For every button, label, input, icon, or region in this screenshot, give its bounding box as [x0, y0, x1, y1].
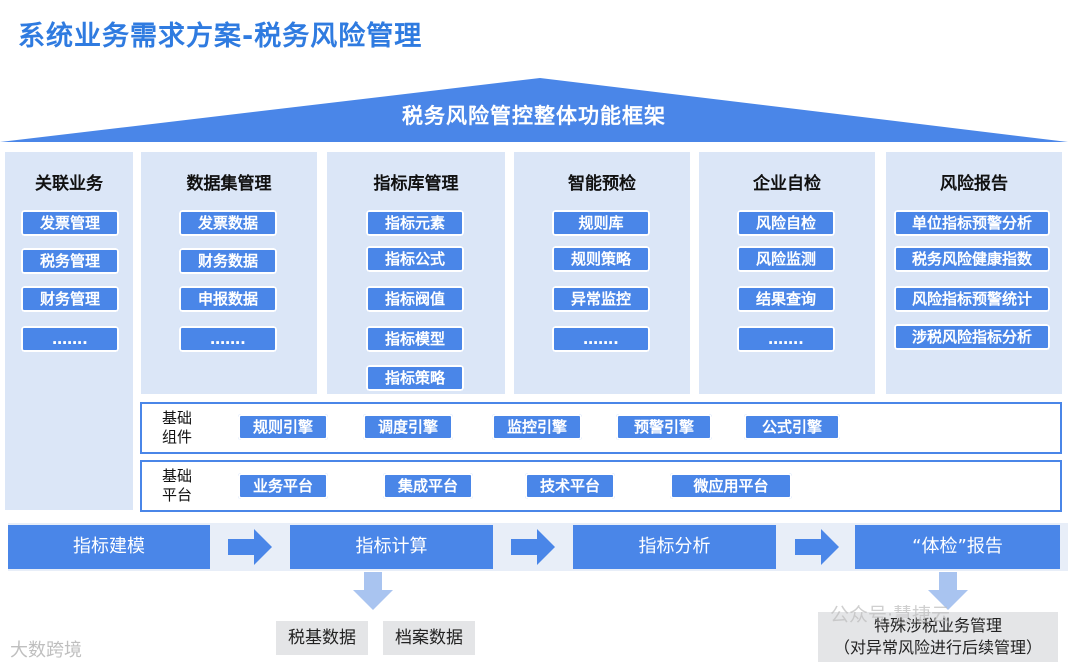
warning-engine[interactable]: 预警引擎 [616, 414, 712, 440]
item-unit-indicator-warning[interactable]: 单位指标预警分析 [894, 210, 1050, 236]
output-special-tax-mgmt: 特殊涉税业务管理 （对异常风险进行后续管理） [818, 612, 1058, 662]
item-anomaly-monitor[interactable]: 异常监控 [552, 286, 650, 312]
watermark-left: 大数跨境 [10, 640, 82, 661]
business-platform[interactable]: 业务平台 [238, 473, 328, 499]
item-more[interactable]: ……. [179, 326, 277, 352]
item-indicator-threshold[interactable]: 指标阀值 [366, 286, 464, 312]
down-arrow-icon [928, 572, 968, 610]
flow-checkup-report[interactable]: “体检”报告 [855, 525, 1060, 569]
item-tax-mgmt[interactable]: 税务管理 [21, 248, 119, 274]
column-header: 关联业务 [35, 174, 103, 194]
basic-components-row: 基础 组件 规则引擎 调度引擎 监控引擎 预警引擎 公式引擎 [140, 402, 1062, 454]
right-arrow-icon [795, 529, 839, 565]
flow-indicator-analysis[interactable]: 指标分析 [573, 525, 776, 569]
column-header: 风险报告 [940, 174, 1008, 194]
item-indicator-formula[interactable]: 指标公式 [366, 246, 464, 272]
column-smart-precheck: 智能预检 规则库 规则策略 异常监控 ……. [514, 152, 690, 394]
column-header: 企业自检 [753, 174, 821, 194]
formula-engine[interactable]: 公式引擎 [744, 414, 840, 440]
integration-platform[interactable]: 集成平台 [383, 473, 473, 499]
column-header: 数据集管理 [186, 174, 272, 194]
right-arrow-icon [511, 529, 555, 565]
column-header: 指标库管理 [373, 174, 459, 194]
column-dataset-mgmt: 数据集管理 发票数据 财务数据 申报数据 ……. [141, 152, 317, 394]
item-risk-selfcheck[interactable]: 风险自检 [737, 210, 835, 236]
item-indicator-strategy[interactable]: 指标策略 [366, 365, 464, 391]
basic-platform-row: 基础 平台 业务平台 集成平台 技术平台 微应用平台 [140, 460, 1062, 512]
item-result-query[interactable]: 结果查询 [737, 286, 835, 312]
item-more[interactable]: ……. [21, 326, 119, 352]
flow-indicator-modeling[interactable]: 指标建模 [8, 525, 210, 569]
row-label: 基础 组件 [162, 409, 193, 446]
roof-title: 税务风险管控整体功能框架 [402, 104, 666, 128]
column-indicator-lib: 指标库管理 指标元素 指标公式 指标阀值 指标模型 指标策略 [327, 152, 505, 394]
item-finance-data[interactable]: 财务数据 [179, 248, 277, 274]
output-tax-base-data: 税基数据 [276, 621, 368, 655]
rule-engine[interactable]: 规则引擎 [238, 414, 328, 440]
item-finance-mgmt[interactable]: 财务管理 [21, 286, 119, 312]
item-indicator-model[interactable]: 指标模型 [366, 326, 464, 352]
column-related-business: 关联业务 发票管理 税务管理 财务管理 ……. [5, 152, 133, 510]
item-rule-strategy[interactable]: 规则策略 [552, 246, 650, 272]
item-rule-base[interactable]: 规则库 [552, 210, 650, 236]
watermark-right: 公众号·慧捷云 [830, 604, 951, 626]
right-arrow-icon [228, 529, 272, 565]
output-archive-data: 档案数据 [383, 621, 475, 655]
micro-app-platform[interactable]: 微应用平台 [670, 473, 792, 499]
roof-banner [0, 78, 1068, 142]
page-title: 系统业务需求方案-税务风险管理 [18, 21, 423, 52]
schedule-engine[interactable]: 调度引擎 [363, 414, 453, 440]
item-tax-risk-health-index[interactable]: 税务风险健康指数 [894, 246, 1050, 272]
flow-indicator-calculation[interactable]: 指标计算 [290, 525, 493, 569]
tech-platform[interactable]: 技术平台 [525, 473, 615, 499]
item-more[interactable]: ……. [552, 326, 650, 352]
item-invoice-mgmt[interactable]: 发票管理 [21, 210, 119, 236]
down-arrow-icon [353, 572, 393, 610]
item-declare-data[interactable]: 申报数据 [179, 286, 277, 312]
column-enterprise-selfcheck: 企业自检 风险自检 风险监测 结果查询 ……. [699, 152, 875, 394]
item-risk-indicator-stats[interactable]: 风险指标预警统计 [894, 286, 1050, 312]
column-header: 智能预检 [568, 174, 636, 194]
column-risk-report: 风险报告 单位指标预警分析 税务风险健康指数 风险指标预警统计 涉税风险指标分析 [886, 152, 1062, 394]
item-invoice-data[interactable]: 发票数据 [179, 210, 277, 236]
item-risk-monitoring[interactable]: 风险监测 [737, 246, 835, 272]
item-tax-risk-analysis[interactable]: 涉税风险指标分析 [894, 324, 1050, 350]
row-label: 基础 平台 [162, 467, 193, 504]
item-more[interactable]: ……. [737, 326, 835, 352]
monitor-engine[interactable]: 监控引擎 [492, 414, 582, 440]
item-indicator-element[interactable]: 指标元素 [366, 210, 464, 236]
